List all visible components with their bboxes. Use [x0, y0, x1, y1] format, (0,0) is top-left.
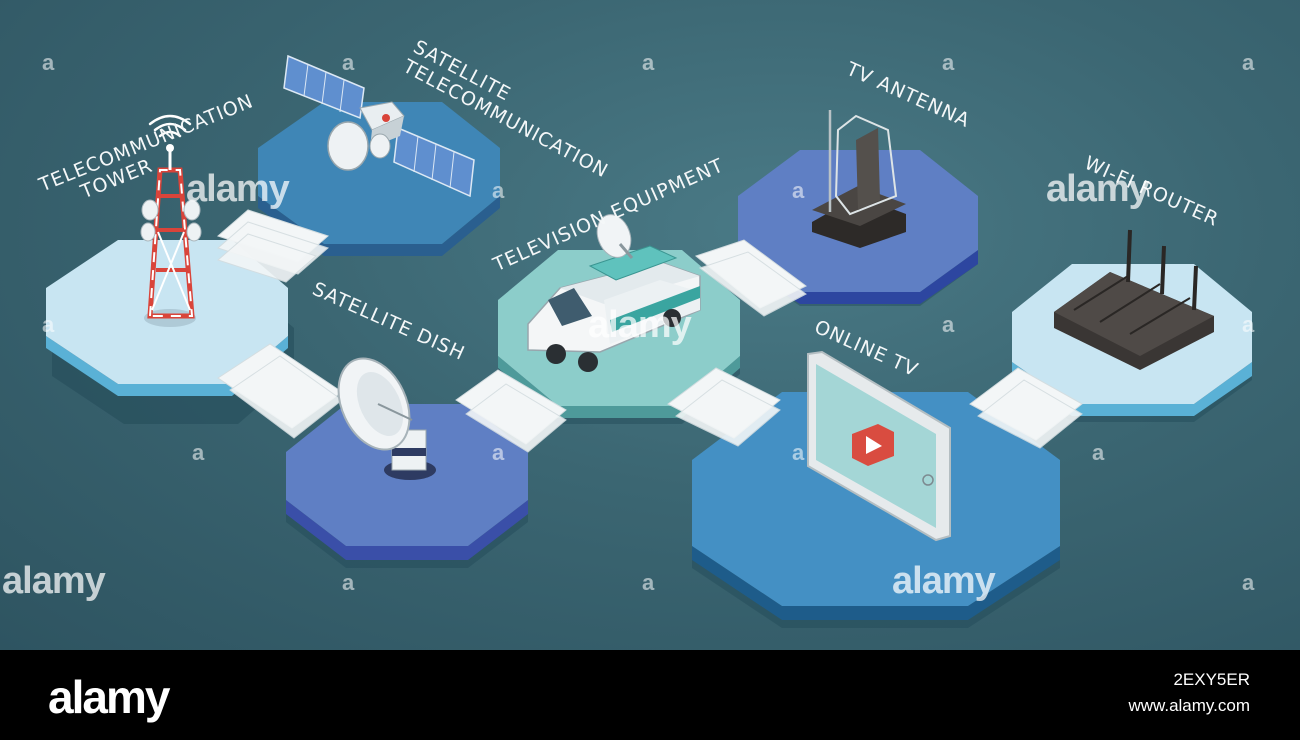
stairs	[217, 209, 1083, 453]
wifi-signal-icon	[148, 114, 192, 138]
tablet-icon	[807, 350, 951, 542]
satellite-dish-icon	[337, 357, 436, 480]
watermark-mark: a	[342, 570, 355, 595]
image-id: 2EXY5ER	[1173, 670, 1250, 689]
watermark-mark: a	[492, 440, 505, 465]
watermark-text: alamy	[588, 304, 692, 346]
site-url: www.alamy.com	[1128, 696, 1250, 715]
watermark-mark: a	[1242, 50, 1255, 75]
watermark-mark: a	[942, 50, 955, 75]
tv-broadcast-van-icon	[527, 214, 701, 372]
watermark-mark: a	[42, 312, 55, 337]
watermark-text: alamy	[186, 168, 290, 210]
watermark-mark: a	[42, 50, 55, 75]
watermark-mark: a	[492, 178, 505, 203]
alamy-logo: alamy	[48, 671, 170, 723]
watermark-mark: a	[1092, 440, 1105, 465]
watermark-text: alamy	[1046, 168, 1150, 210]
watermark-mark: a	[192, 440, 205, 465]
watermark-mark: a	[792, 440, 805, 465]
watermark-mark: a	[642, 570, 655, 595]
watermark-text: alamy	[2, 560, 106, 602]
watermark-mark: a	[1242, 570, 1255, 595]
watermark-mark: a	[792, 178, 805, 203]
watermark-mark: a	[342, 50, 355, 75]
footer-bar: alamy 2EXY5ER www.alamy.com	[0, 650, 1300, 740]
isometric-illustration	[46, 54, 1252, 628]
watermark-mark: a	[642, 50, 655, 75]
telecom-tower-icon	[140, 144, 202, 327]
tv-antenna-icon	[812, 110, 906, 248]
watermark-mark: a	[1242, 312, 1255, 337]
illustration-scene: TELECOMMUNICATION TOWER SATELLITE TELECO…	[0, 0, 1300, 650]
wifi-router-icon	[1054, 229, 1214, 370]
satellite-icon	[283, 54, 475, 198]
watermark-text: alamy	[892, 560, 996, 602]
watermark-mark: a	[942, 312, 955, 337]
